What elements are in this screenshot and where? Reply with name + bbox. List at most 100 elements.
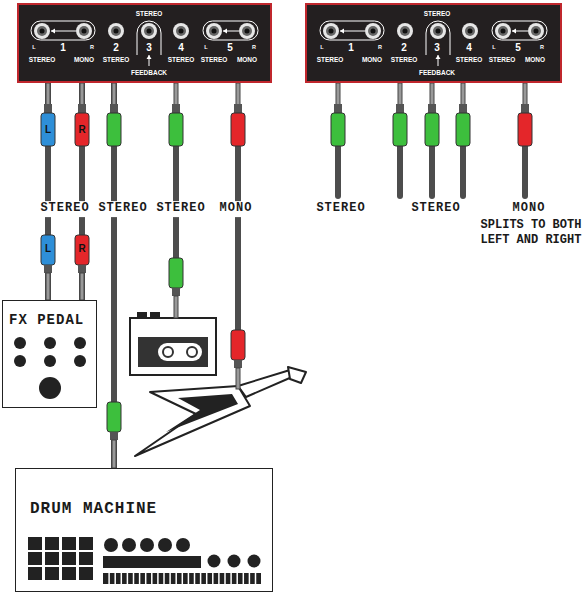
jack-ring <box>141 23 157 39</box>
jack-label: MONO <box>74 57 94 64</box>
device-box: FX PEDAL <box>2 300 97 408</box>
jack-label: STEREO <box>391 57 418 64</box>
step-gap <box>249 573 251 584</box>
drum-pad <box>45 567 59 580</box>
jack-label: STEREO <box>424 11 451 18</box>
signal-type-label: STEREO <box>38 201 91 217</box>
jack-ring <box>206 23 222 39</box>
jack-socket <box>176 26 186 36</box>
jack-hole <box>436 29 441 34</box>
signal-type-label: STEREO <box>96 201 149 217</box>
plug-channel-label: R <box>78 243 85 255</box>
jack-hole <box>82 29 87 34</box>
jack-ring <box>239 23 255 39</box>
note-text: SPLITS TO BOTH LEFT AND RIGHT <box>478 218 584 248</box>
jack-number: 1 <box>348 43 354 53</box>
plug-collar <box>44 265 52 273</box>
signal-type-label: STEREO <box>409 201 462 217</box>
plug-tip <box>112 440 116 468</box>
jack-ring <box>323 23 339 39</box>
plug-body <box>107 402 121 432</box>
jack-ring <box>34 23 50 39</box>
jack-hole <box>114 29 119 34</box>
module-panel: STEREOL1R234L5RSTEREOMONOSTEREOSTEREOSTE… <box>305 3 562 83</box>
guitar-pickguard <box>166 394 238 432</box>
drum-knob <box>140 538 154 552</box>
drum-pad <box>28 537 42 550</box>
jack-pair-outline <box>492 21 547 40</box>
step-gap <box>139 573 141 584</box>
drum-knob <box>158 538 172 552</box>
plug-body <box>393 113 407 146</box>
jack-label: MONO <box>237 57 257 64</box>
jack-label: STEREO <box>29 57 56 64</box>
mono-to-left-arrow-head <box>512 29 516 34</box>
device-name: DRUM MACHINE <box>30 501 157 519</box>
cable <box>335 146 341 196</box>
plug-body <box>75 113 89 146</box>
jack-label: FEEDBACK <box>419 70 455 77</box>
cassette-reel <box>187 347 197 357</box>
footswitch <box>39 377 61 399</box>
jack-hole <box>329 29 334 34</box>
jack-hole <box>40 29 45 34</box>
cassette-body <box>130 318 216 375</box>
drum-knob <box>104 538 118 552</box>
plug-tip <box>461 83 465 107</box>
drum-pad <box>62 537 76 550</box>
cable <box>429 146 435 196</box>
step-gap <box>121 573 123 584</box>
drum-pad <box>45 537 59 550</box>
jack-socket <box>242 26 252 36</box>
signal-type-label: STEREO <box>154 201 207 217</box>
drum-pad <box>45 552 59 565</box>
drum-knob <box>122 538 136 552</box>
plug-body <box>41 235 55 265</box>
jack-hole <box>534 29 539 34</box>
knob <box>14 355 26 367</box>
cassette-tape <box>158 343 202 361</box>
drum-knob <box>176 538 190 552</box>
jack-ring <box>462 23 478 39</box>
jack-ring <box>108 23 124 39</box>
jack-hole <box>403 29 408 34</box>
cable <box>522 146 528 196</box>
plug-collar <box>234 360 242 368</box>
plug-body <box>41 113 55 146</box>
jack-label: STEREO <box>456 57 483 64</box>
plug-collar <box>110 432 118 440</box>
step-gap <box>108 573 110 584</box>
module-panel: STEREOL1R234L5RSTEREOMONOSTEREOSTEREOSTE… <box>17 3 272 83</box>
jack-number: 5 <box>227 43 233 53</box>
drum-pad <box>79 552 93 565</box>
signal-type-label: MONO <box>511 201 548 217</box>
jack-hole <box>468 29 473 34</box>
jack-label: STEREO <box>136 11 163 18</box>
jack-hole <box>371 29 376 34</box>
jack-number: 3 <box>434 43 440 53</box>
plug-tip <box>398 83 402 107</box>
jack-pair-outline <box>31 21 95 40</box>
step-gap <box>243 573 245 584</box>
guitar-body <box>135 386 250 456</box>
jack-label: STEREO <box>103 57 130 64</box>
signal-type-label: MONO <box>218 201 255 217</box>
guitar-neck <box>238 370 292 397</box>
step-gap <box>133 573 135 584</box>
signal-type-label: STEREO <box>314 201 367 217</box>
step-gap <box>151 573 153 584</box>
step-gap <box>255 573 257 584</box>
jack-pair-outline <box>320 21 384 40</box>
knob <box>74 337 86 349</box>
jack-socket <box>326 26 336 36</box>
jack-number: 2 <box>401 43 407 53</box>
drum-button <box>228 555 241 568</box>
jack-ring <box>365 23 381 39</box>
knob <box>74 355 86 367</box>
jack-label: STEREO <box>201 57 228 64</box>
mono-to-left-arrow-head <box>223 29 227 34</box>
jack-socket <box>498 26 508 36</box>
step-gap <box>236 573 238 584</box>
cable <box>397 146 403 196</box>
jack-hole <box>212 29 217 34</box>
